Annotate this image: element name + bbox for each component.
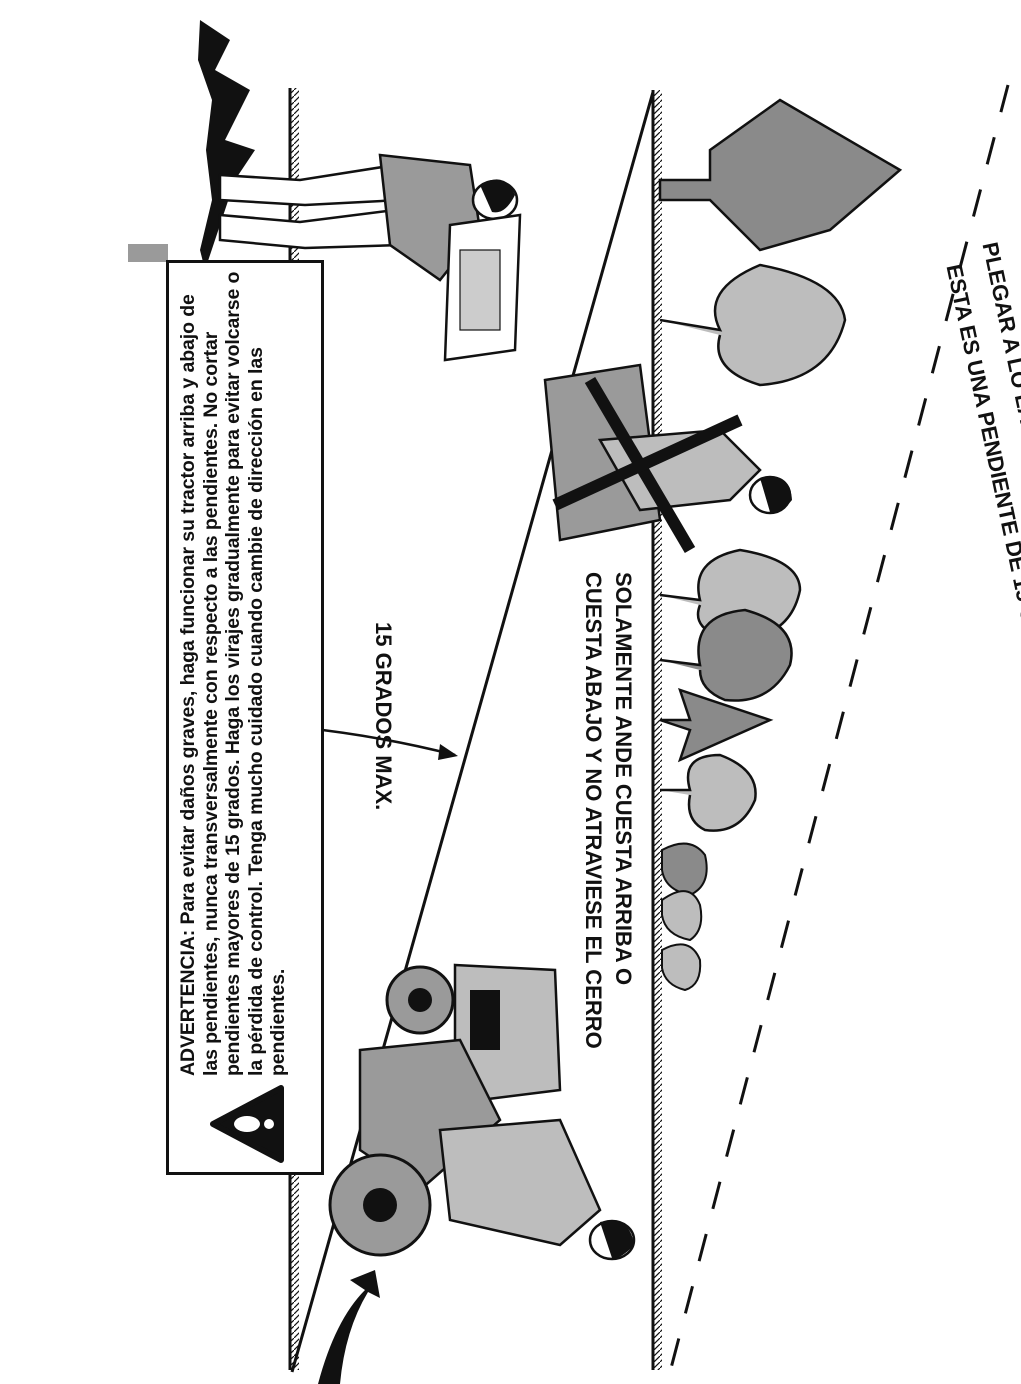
tree-icon — [658, 98, 903, 252]
warning-text: ADVERTENCIA: Para evitar daños graves, h… — [177, 271, 290, 1076]
direction-label-1: SOLAMENTE ANDE CUESTA ARRIBA O — [611, 572, 636, 986]
dashed-fold-line — [668, 84, 1010, 1373]
tree-icon — [660, 753, 757, 832]
hilltop-ground-line — [651, 90, 662, 1370]
tractor-up-slope — [318, 963, 636, 1384]
trees-row — [658, 98, 903, 992]
warning-triangle-icon — [210, 1085, 284, 1163]
angle-label: 15 GRADOS MAX. — [371, 622, 396, 811]
tree-icon — [659, 263, 847, 387]
tree-icon — [659, 688, 774, 763]
slope-line — [290, 91, 655, 1373]
tree-icon — [661, 890, 703, 942]
direction-label-2: CUESTA ABAJO Y NO ATRAVIESE EL CERRO — [581, 572, 606, 1049]
person-reading-manual — [198, 20, 522, 362]
uphill-arrow-icon — [318, 1270, 380, 1384]
arrow-right-icon — [438, 744, 458, 760]
tree-icon — [661, 842, 708, 897]
tractor-across-slope-crossed-out — [543, 363, 792, 554]
tree-icon — [661, 943, 702, 992]
tree-icon — [659, 608, 793, 702]
box-shadow-strip — [128, 244, 168, 262]
warning-box: ADVERTENCIA: Para evitar daños graves, h… — [166, 260, 324, 1175]
